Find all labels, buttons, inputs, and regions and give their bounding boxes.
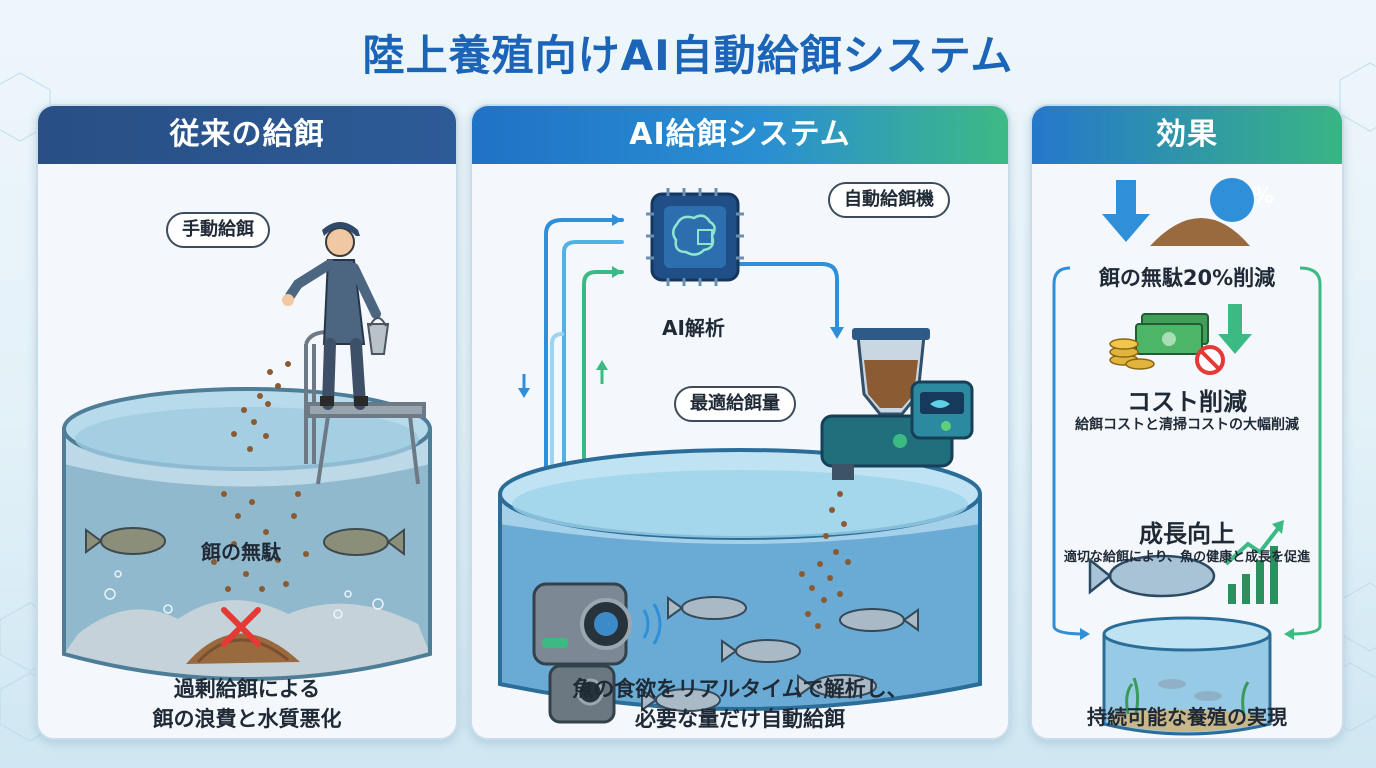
traditional-caption-line1: 過剰給餌による — [173, 677, 321, 701]
fish-icon — [323, 528, 405, 556]
ai-feeding-panel: AI給餌システム — [470, 104, 1010, 740]
ai-system-illustration — [498, 188, 982, 724]
percent-badge-icon — [1210, 178, 1254, 222]
auto-feeder-machine — [820, 328, 974, 480]
no-cost-icon — [1195, 345, 1225, 375]
cost-reduction-desc: 給餌コストと清掃コストの大幅削減 — [1075, 417, 1299, 433]
percent-badge-text: % — [1252, 184, 1275, 209]
traditional-panel-header: 従来の給餌 — [38, 106, 456, 164]
ai-caption-line1: 魚の食欲をリアルタイムで解析し、 — [572, 677, 908, 701]
traditional-tank-illustration — [62, 222, 432, 681]
auto-feeder-label: 自動給餌機 — [828, 182, 950, 218]
effects-illustration — [1052, 178, 1322, 736]
ai-caption-line2: 必要な量だけ自動給餌 — [635, 707, 845, 731]
manual-feeding-label: 手動給餌 — [166, 212, 270, 248]
down-arrow-icon — [1102, 180, 1150, 242]
growth-title: 成長向上 — [1139, 520, 1235, 548]
fish-icon — [721, 639, 801, 663]
fish-icon — [1088, 554, 1216, 598]
fish-icon — [667, 596, 747, 620]
fish-icon — [797, 674, 877, 698]
ai-panel-header: AI給餌システム — [472, 106, 1008, 164]
feed-waste-label: 餌の無駄 — [201, 540, 281, 564]
cost-reduction-title: コスト削減 — [1127, 388, 1247, 416]
sustainable-caption: 持続可能な養殖の実現 — [1087, 705, 1287, 729]
fish-icon — [839, 608, 919, 632]
waste-x-mark — [221, 607, 261, 647]
sustainable-tank-icon — [1102, 616, 1272, 736]
money-icon — [1109, 313, 1209, 370]
worker-figure — [282, 222, 390, 410]
ai-analysis-label: AI解析 — [662, 316, 725, 340]
traditional-feeding-panel: 従来の給餌 — [36, 104, 458, 740]
camera-sensor-device — [532, 582, 632, 724]
effects-panel-header: 効果 — [1032, 106, 1342, 164]
ai-chip-icon — [646, 188, 744, 286]
traditional-caption-line2: 餌の浪費と水質悪化 — [152, 707, 342, 731]
traditional-caption: 過剰給餌による 餌の浪費と水質悪化 — [38, 674, 456, 734]
down-arrow-icon — [1218, 304, 1252, 354]
growth-chart-icon — [1224, 520, 1284, 604]
effects-panel: 効果 — [1030, 104, 1344, 740]
feed-waste-reduction-label: 餌の無駄20%削減 — [1098, 266, 1276, 290]
fish-icon — [85, 527, 166, 555]
growth-desc: 適切な給餌により、魚の健康と成長を促進 — [1063, 550, 1311, 565]
ai-caption: 魚の食欲をリアルタイムで解析し、 必要な量だけ自動給餌 — [472, 674, 1008, 734]
fish-icon — [641, 688, 721, 712]
optimal-feed-amount-label: 最適給餌量 — [674, 386, 796, 422]
page-title: 陸上養殖向けAI自動給餌システム — [362, 31, 1014, 80]
